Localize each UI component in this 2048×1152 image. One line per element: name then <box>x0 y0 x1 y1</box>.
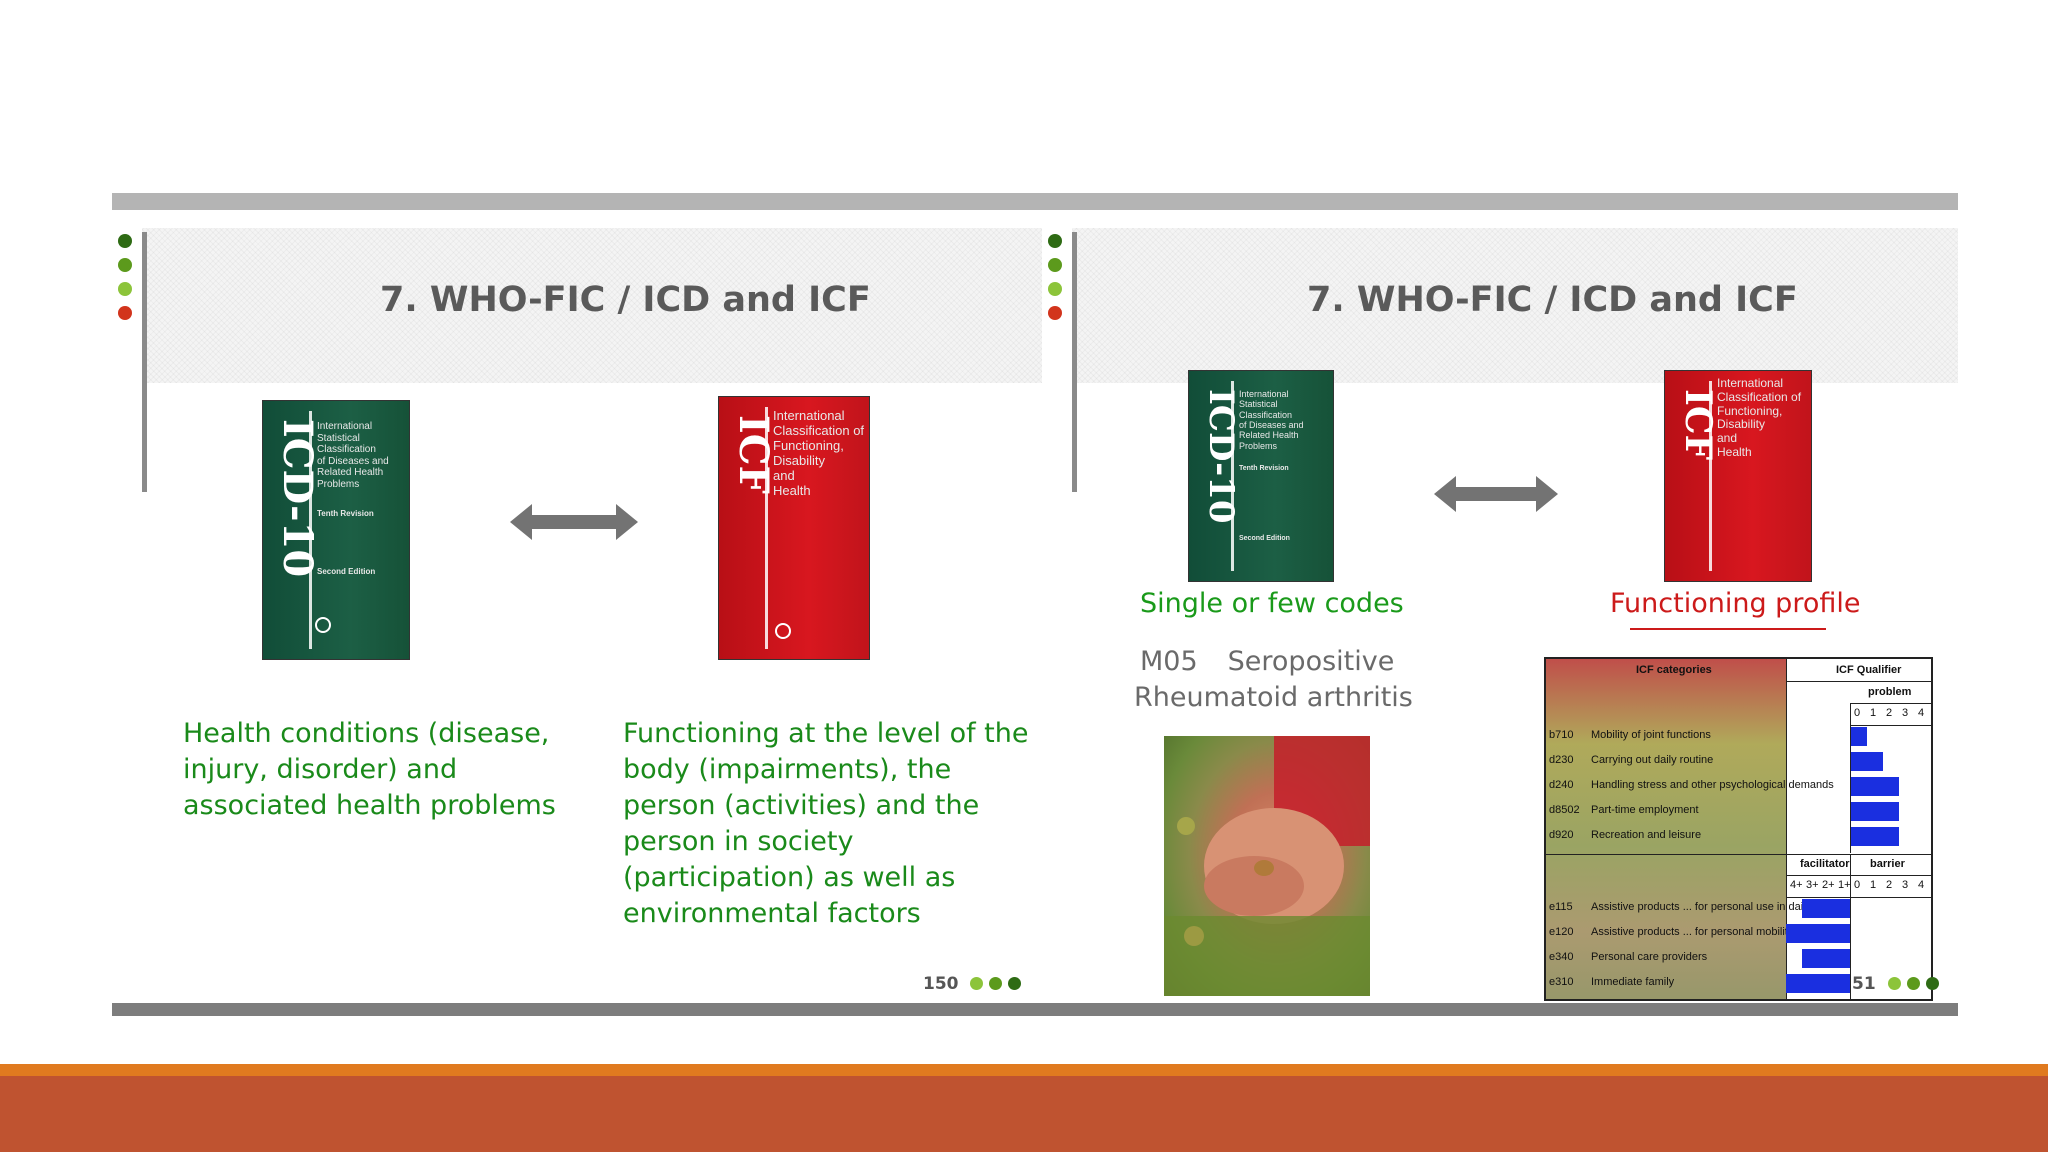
book-edition: Tenth Revision <box>1239 465 1289 472</box>
book-spine-title: ICD-10 <box>274 419 321 578</box>
slide-left: 7. WHO-FIC / ICD and ICF ICD-10 Internat… <box>112 210 1042 1003</box>
label-single-codes: Single or few codes <box>1140 588 1404 619</box>
row-label: Mobility of joint functions <box>1591 729 1711 741</box>
dot-icon <box>1048 234 1062 248</box>
icf-book-cover: ICF International Classification of Func… <box>1664 370 1812 582</box>
footer-accent-stripe <box>0 1064 2048 1076</box>
slide-right: 7. WHO-FIC / ICD and ICF ICD-10 Internat… <box>1042 210 1958 1003</box>
dot-icon <box>118 234 132 248</box>
header-problem: problem <box>1868 686 1912 698</box>
dot-icon <box>118 282 132 296</box>
page-number: 150 <box>923 974 1022 994</box>
book-rule <box>309 411 312 649</box>
qualifier-bar <box>1851 752 1883 771</box>
book-edition-2: Second Edition <box>1239 535 1290 542</box>
page-number-right: 51 <box>1852 974 1939 994</box>
label-functioning-profile: Functioning profile <box>1610 588 1861 619</box>
dot-icon <box>989 977 1003 990</box>
book-subtitle: International Classification of Function… <box>1717 376 1802 459</box>
background-photo <box>1546 659 1786 999</box>
book-subtitle: International Classification of Function… <box>773 408 865 498</box>
icf-description: Functioning at the level of the body (im… <box>623 718 1029 929</box>
icf-book-cover: ICF International Classification of Func… <box>718 396 870 660</box>
row-label: Part-time employment <box>1591 804 1699 816</box>
double-arrow-icon <box>510 504 638 540</box>
header-categories: ICF categories <box>1636 664 1712 676</box>
book-subtitle: International Statistical Classification… <box>317 421 389 490</box>
book-spine-title: ICF <box>730 415 777 494</box>
qualifier-bar <box>1851 802 1899 821</box>
row-label: Handling stress and other psychological … <box>1591 779 1834 791</box>
dot-icon <box>1925 977 1939 990</box>
row-code: d8502 <box>1549 804 1580 816</box>
bullet-dots <box>118 234 134 330</box>
bullet-dots <box>1048 234 1064 330</box>
facilitator-bar <box>1802 899 1850 918</box>
row-code: d920 <box>1549 829 1574 841</box>
hands-photo <box>1164 736 1370 996</box>
row-label: Personal care providers <box>1591 951 1708 963</box>
book-spine-title: ICD-10 <box>1201 389 1241 524</box>
header-barrier: barrier <box>1870 858 1905 870</box>
facilitator-bar <box>1786 924 1850 943</box>
dot-icon <box>1008 977 1022 990</box>
book-rule <box>765 407 768 649</box>
facilitator-bar <box>1786 974 1850 993</box>
icd10-book-cover: ICD-10 International Statistical Classif… <box>262 400 410 660</box>
dot-icon <box>1048 258 1062 272</box>
double-arrow-icon <box>1434 476 1558 512</box>
book-edition-2: Second Edition <box>317 567 376 576</box>
footer-band <box>0 1076 2048 1152</box>
row-code: e340 <box>1549 951 1574 963</box>
row-label: Assistive products ... for personal mobi… <box>1591 926 1794 938</box>
title-band <box>1072 228 1958 383</box>
dot-icon <box>1887 977 1901 990</box>
dot-icon <box>118 258 132 272</box>
dot-icon <box>1048 282 1062 296</box>
diagnosis-description: Rheumatoid arthritis <box>1134 682 1413 713</box>
row-code: d240 <box>1549 779 1574 791</box>
row-label: Carrying out daily routine <box>1591 754 1714 766</box>
row-code: e310 <box>1549 976 1574 988</box>
who-emblem-icon <box>315 617 331 633</box>
header-qualifier: ICF Qualifier <box>1836 664 1902 676</box>
who-emblem-icon <box>775 623 791 639</box>
dot-icon <box>1906 977 1920 990</box>
row-code: d230 <box>1549 754 1574 766</box>
title-band <box>142 228 1042 383</box>
book-rule <box>1709 381 1712 571</box>
row-code: e115 <box>1549 901 1573 913</box>
icd-description: Health conditions (disease, injury, diso… <box>183 718 556 821</box>
book-edition: Tenth Revision <box>317 509 374 518</box>
header-facilitator: facilitator <box>1800 858 1850 870</box>
slide-title: 7. WHO-FIC / ICD and ICF <box>1307 280 1798 320</box>
hands-illustration <box>1164 736 1370 996</box>
qualifier-bar <box>1851 777 1899 796</box>
dot-icon <box>1048 306 1062 320</box>
vertical-rule <box>1072 232 1077 492</box>
book-subtitle: International Statistical Classification… <box>1239 389 1304 451</box>
row-code: e120 <box>1549 926 1574 938</box>
qualifier-bar <box>1851 727 1867 746</box>
dot-icon <box>970 977 984 990</box>
book-rule <box>1231 381 1234 571</box>
icd10-book-cover: ICD-10 International Statistical Classif… <box>1188 370 1334 582</box>
row-label: Immediate family <box>1591 976 1675 988</box>
row-label: Recreation and leisure <box>1591 829 1702 841</box>
qualifier-bar <box>1851 827 1899 846</box>
slide-title: 7. WHO-FIC / ICD and ICF <box>380 280 871 320</box>
underline <box>1630 628 1826 630</box>
vertical-rule <box>142 232 147 492</box>
dot-icon <box>118 306 132 320</box>
facilitator-bar <box>1802 949 1850 968</box>
row-label: Assistive products ... for personal use … <box>1591 901 1840 913</box>
book-spine-title: ICF <box>1677 389 1719 461</box>
icf-profile-table: ICF categories ICF Qualifier problem 0 1… <box>1544 657 1933 1001</box>
row-code: b710 <box>1549 729 1574 741</box>
bottom-divider-bar <box>112 1003 1958 1016</box>
top-divider-bar <box>112 193 1958 210</box>
